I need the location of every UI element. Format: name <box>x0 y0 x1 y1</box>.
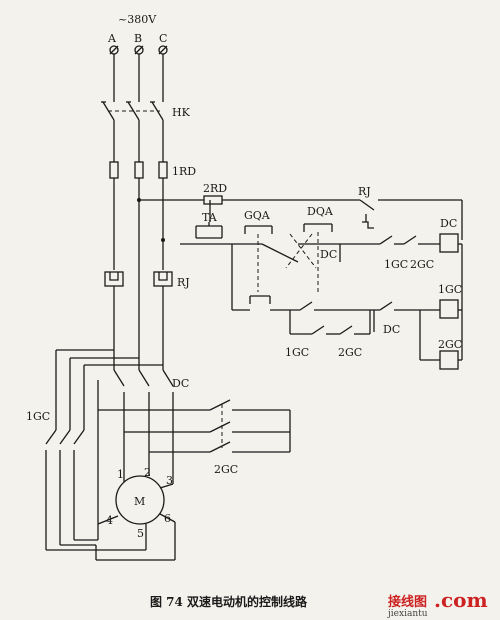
control-feed-top <box>139 195 463 240</box>
phase-b-label: B <box>134 32 142 45</box>
holding-contacts-row <box>289 310 463 370</box>
terminal-6-label: 6 <box>164 512 171 525</box>
supply-terminals <box>109 45 168 55</box>
motor-label: M <box>134 495 145 508</box>
gc1-wiring <box>45 349 163 551</box>
rj-contact-label: RJ <box>358 185 371 198</box>
gc1-main-label: 1GC <box>26 410 50 423</box>
gc2-row1-label: 2GC <box>410 258 434 271</box>
fuse-2rd-label: 2RD <box>203 182 227 195</box>
ta-label: TA <box>202 211 218 224</box>
rj-overload-contact <box>362 214 374 229</box>
watermark-sub: jiexiantu <box>387 609 428 619</box>
dc-main-contacts <box>113 369 174 470</box>
dc-interlock-label: DC <box>320 248 337 261</box>
dc-row3-label: DC <box>383 323 400 336</box>
fuse-1rd-label: 1RD <box>172 165 196 178</box>
control-left-bus <box>231 244 462 319</box>
ta-stop-button <box>180 222 232 245</box>
gqa-dqa-buttons <box>232 223 341 292</box>
dc-main-label: DC <box>172 377 189 390</box>
watermark-com: .com <box>434 588 488 612</box>
terminal-3-label: 3 <box>166 474 173 487</box>
main-lines-middle <box>113 178 165 370</box>
terminal-5-label: 5 <box>137 527 144 540</box>
gc2-coil-label: 2GC <box>438 338 462 351</box>
figure-caption: 图 74 双速电动机的控制线路 <box>150 594 308 609</box>
rj-thermal-label: RJ <box>177 276 190 289</box>
phase-a-label: A <box>107 32 117 45</box>
hk-label: HK <box>172 106 191 119</box>
rung-dc <box>340 233 463 310</box>
hk-knife-switch <box>101 101 164 162</box>
gc1-row3-label: 1GC <box>285 346 309 359</box>
gc2-main-label: 2GC <box>214 463 238 476</box>
rj-thermal-relay <box>104 271 173 370</box>
supply-lines <box>113 54 164 102</box>
phase-c-label: C <box>159 32 167 45</box>
terminal-2-label: 2 <box>144 466 151 479</box>
gc2-row3-label: 2GC <box>338 346 362 359</box>
supply-voltage-label: ~380V <box>118 13 157 26</box>
gc2-wiring <box>97 380 291 540</box>
gc1-coil-label: 1GC <box>438 283 462 296</box>
dqa-label: DQA <box>307 205 334 218</box>
watermark-cn: 接线图 <box>388 594 427 610</box>
terminal-1-label: 1 <box>117 468 124 481</box>
motor <box>95 470 176 561</box>
dc-coil-label: DC <box>440 217 457 230</box>
gqa-label: GQA <box>244 209 271 222</box>
gc1-row1-label: 1GC <box>384 258 408 271</box>
terminal-4-label: 4 <box>106 514 113 527</box>
fuses-1rd <box>109 161 168 179</box>
